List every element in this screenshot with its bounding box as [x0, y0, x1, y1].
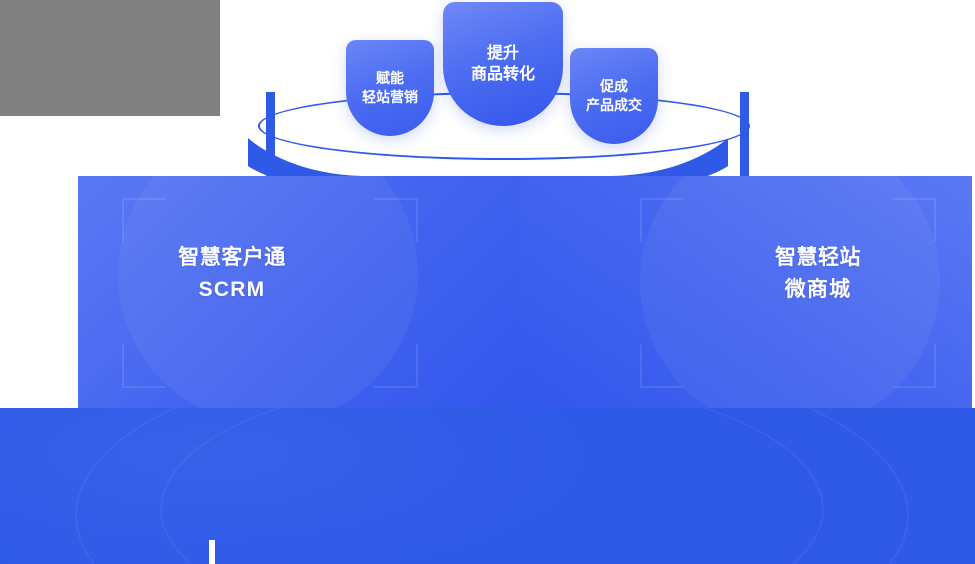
- corner-bracket-icon: [640, 198, 684, 242]
- card-disc-decor: [640, 176, 940, 408]
- corner-bracket-icon: [640, 344, 684, 388]
- bubble-drive-transaction[interactable]: 促成 产品成交: [570, 48, 658, 144]
- bubble-left-line1: 赋能: [376, 70, 404, 87]
- corner-bracket-icon: [892, 198, 936, 242]
- corner-bracket-icon: [122, 198, 166, 242]
- bubble-right-line1: 促成: [600, 78, 628, 95]
- card-weishop[interactable]: 智慧轻站 微商城: [520, 176, 972, 408]
- bubble-mid-text: 提升 商品转化: [471, 43, 535, 86]
- bottom-band: [0, 408, 975, 564]
- bubble-right-line2: 产品成交: [586, 97, 642, 113]
- bubble-mid-line1: 提升: [486, 44, 519, 62]
- bubble-left-text: 赋能 轻站营销: [362, 69, 418, 107]
- card-weishop-text: 智慧轻站 微商城: [592, 242, 972, 306]
- bubble-empower-marketing[interactable]: 赋能 轻站营销: [346, 40, 434, 136]
- card-scrm[interactable]: 智慧客户通 SCRM: [78, 176, 530, 408]
- corner-bracket-icon: [374, 344, 418, 388]
- card-scrm-title: 智慧客户通: [178, 246, 286, 269]
- card-scrm-subtitle: SCRM: [198, 277, 266, 301]
- card-weishop-title: 智慧轻站: [775, 246, 861, 269]
- corner-bracket-icon: [374, 198, 418, 242]
- card-disc-decor: [118, 176, 418, 408]
- card-scrm-text: 智慧客户通 SCRM: [78, 242, 458, 306]
- corner-bracket-icon: [892, 344, 936, 388]
- card-weishop-subtitle: 微商城: [784, 277, 852, 301]
- bubble-right-text: 促成 产品成交: [586, 77, 642, 115]
- band-ring-inner: [160, 408, 824, 564]
- band-tick-marker: [209, 540, 215, 564]
- bubble-mid-line2: 商品转化: [470, 66, 535, 83]
- bubble-left-line2: 轻站营销: [362, 89, 418, 105]
- corner-bracket-icon: [122, 344, 166, 388]
- bubble-boost-conversion[interactable]: 提升 商品转化: [443, 2, 563, 126]
- placeholder-block: [0, 0, 220, 116]
